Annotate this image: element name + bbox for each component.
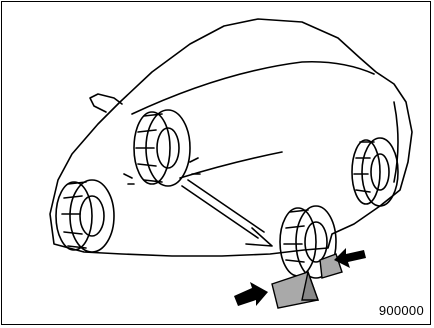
side-mirror [90,94,122,112]
relocation-arrow-icon [182,180,272,246]
wheel-chock-icon [272,254,342,308]
window-line [132,62,374,114]
car-illustration [2,2,432,326]
front-left-tire-icon [56,180,114,252]
figure-code: 900000 [379,303,424,318]
illustration-frame [1,1,431,325]
rear-right-tire-icon [352,138,398,206]
